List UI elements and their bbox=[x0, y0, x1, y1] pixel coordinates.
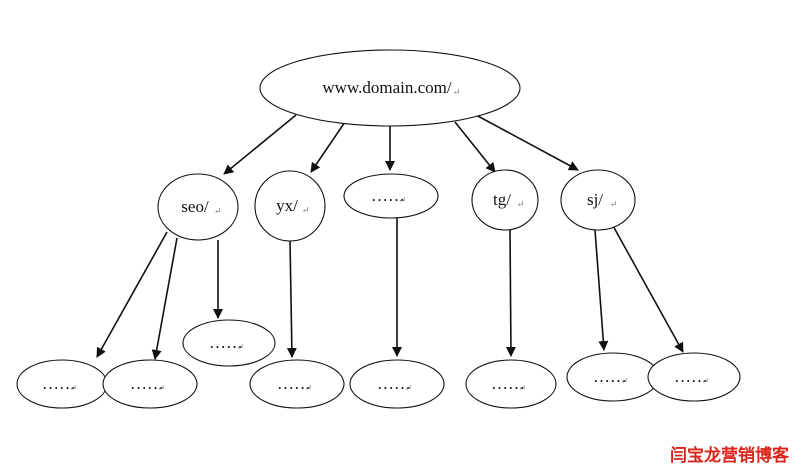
edge-yx-to-child-3 bbox=[286, 240, 297, 358]
node-sj: sj/ ↵ bbox=[560, 169, 636, 231]
child-node-dots-4-shape bbox=[349, 359, 445, 409]
child-node-sj-7-label: …… bbox=[674, 367, 708, 386]
edge-tg-to-child-5 bbox=[505, 229, 516, 357]
child-node-seo-2-label: …… bbox=[209, 333, 243, 352]
root-node-return-mark: ↵ bbox=[453, 87, 461, 97]
edge-seo-to-child-1 bbox=[151, 237, 178, 360]
child-node-tg-5-return-mark: ↵ bbox=[519, 383, 527, 393]
child-node-yx-3-return-mark: ↵ bbox=[305, 383, 313, 393]
child-node-seo-1: ……↵ bbox=[102, 359, 198, 409]
child-node-tg-5-label: …… bbox=[491, 374, 525, 393]
edge-root-to-seo bbox=[223, 114, 297, 175]
node-dots: ……↵ bbox=[343, 173, 439, 219]
child-node-dots-4-label: …… bbox=[377, 374, 411, 393]
node-seo: seo/ ↵ bbox=[157, 173, 239, 241]
child-node-seo-2-return-mark: ↵ bbox=[237, 342, 245, 352]
node-seo-shape bbox=[157, 173, 239, 241]
child-node-sj-6-label: …… bbox=[593, 367, 627, 386]
edge-sj-to-child-6 bbox=[594, 229, 609, 351]
child-node-seo-0-return-mark: ↵ bbox=[70, 383, 78, 393]
node-dots-return-mark: ↵ bbox=[399, 195, 407, 205]
child-node-seo-1-label: …… bbox=[130, 374, 164, 393]
node-tg-shape bbox=[471, 169, 539, 231]
child-node-tg-5: ……↵ bbox=[465, 359, 557, 409]
child-node-dots-4: ……↵ bbox=[349, 359, 445, 409]
node-sj-shape bbox=[560, 169, 636, 231]
node-tg: tg/ ↵ bbox=[471, 169, 539, 231]
child-node-sj-7: ……↵ bbox=[647, 352, 741, 402]
edge-root-to-yx bbox=[310, 121, 346, 173]
root-node: www.domain.com/↵ bbox=[259, 49, 521, 127]
child-node-sj-7-shape bbox=[647, 352, 741, 402]
child-node-yx-3: ……↵ bbox=[249, 359, 345, 409]
edge-root-to-tg bbox=[454, 121, 496, 173]
child-node-seo-1-shape bbox=[102, 359, 198, 409]
edge-seo-to-child-0 bbox=[96, 231, 168, 358]
child-node-seo-0-label: …… bbox=[42, 374, 76, 393]
node-yx: yx/ ↵ bbox=[254, 170, 326, 242]
child-node-sj-7-return-mark: ↵ bbox=[702, 376, 710, 386]
node-yx-return-mark: ↵ bbox=[302, 205, 310, 215]
node-yx-shape bbox=[254, 170, 326, 242]
node-seo-label: seo/ bbox=[181, 197, 209, 216]
child-node-seo-2-shape bbox=[182, 319, 276, 367]
node-yx-label: yx/ bbox=[276, 196, 298, 215]
node-sj-label: sj/ bbox=[587, 190, 603, 209]
node-sj-return-mark: ↵ bbox=[610, 199, 618, 209]
node-dots-shape bbox=[343, 173, 439, 219]
child-node-tg-5-shape bbox=[465, 359, 557, 409]
edge-root-to-sj bbox=[475, 114, 579, 171]
child-node-yx-3-shape bbox=[249, 359, 345, 409]
child-node-sj-6-return-mark: ↵ bbox=[621, 376, 629, 386]
blog-watermark: 闫宝龙营销博客 bbox=[670, 446, 789, 466]
child-node-seo-1-return-mark: ↵ bbox=[158, 383, 166, 393]
child-node-yx-3-label: …… bbox=[277, 374, 311, 393]
child-node-seo-0: ……↵ bbox=[16, 359, 108, 409]
root-node-shape bbox=[259, 49, 521, 127]
child-node-seo-2: ……↵ bbox=[182, 319, 276, 367]
node-dots-label: …… bbox=[371, 186, 405, 205]
child-node-dots-4-return-mark: ↵ bbox=[405, 383, 413, 393]
node-tg-return-mark: ↵ bbox=[517, 199, 525, 209]
node-tg-label: tg/ bbox=[493, 190, 511, 209]
child-node-sj-6: ……↵ bbox=[566, 352, 660, 402]
edge-sj-to-child-7 bbox=[611, 223, 684, 353]
root-node-label: www.domain.com/ bbox=[322, 78, 451, 97]
node-seo-return-mark: ↵ bbox=[214, 206, 222, 216]
